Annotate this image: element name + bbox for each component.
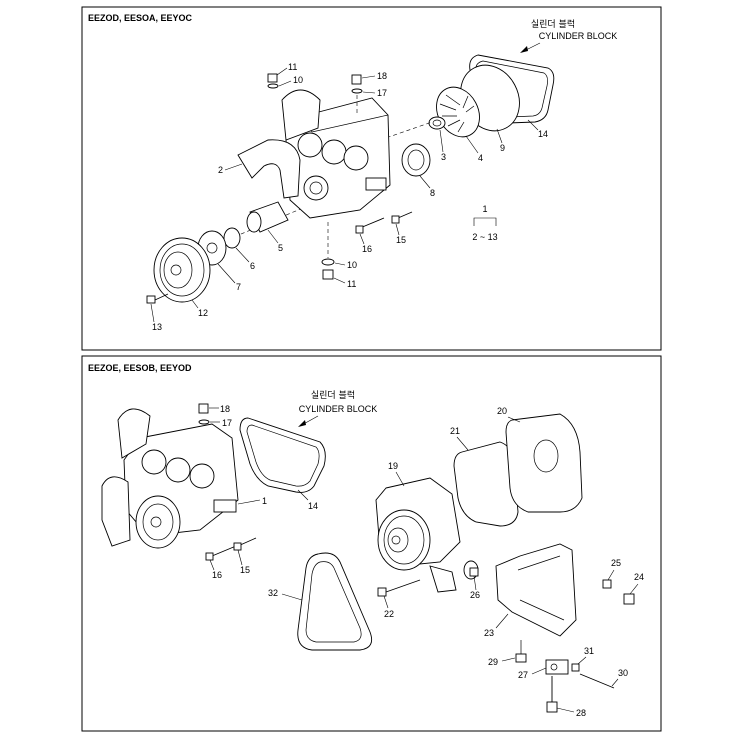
gasket-14-panel-2 (239, 417, 326, 493)
block-27 (545, 659, 569, 675)
callout-5: 5 (278, 243, 283, 253)
panel-1-note-korean: 실린더 블럭 (531, 18, 575, 30)
pump-housing (281, 89, 391, 219)
group-range: 2 ~ 13 (472, 232, 497, 242)
bolt-30 (579, 673, 615, 689)
seal-3 (428, 116, 446, 130)
callout-14-panel-2: 14 (308, 501, 318, 511)
callout-31: 31 (584, 646, 594, 656)
callout-1-panel-2: 1 (262, 496, 267, 506)
elbow-pipe-2 (237, 139, 301, 199)
bolts-15-16-panel-2 (205, 537, 257, 561)
bolt-28 (546, 676, 558, 713)
seal-8 (401, 143, 431, 177)
panel-1-callouts: 11 10 18 17 2 3 4 9 14 8 5 6 7 (150, 62, 548, 332)
callout-21: 21 (450, 426, 460, 436)
callout-30: 30 (618, 668, 628, 678)
panel-1-title: EEZOD, EESOA, EEYOC (88, 13, 193, 23)
bolt-29 (515, 640, 527, 663)
plug-11-bottom (321, 222, 335, 280)
pump-housing-assembly (101, 408, 239, 549)
gasket-14-panel-2-inner (246, 424, 320, 487)
callout-6: 6 (250, 261, 255, 271)
callout-17-panel-2: 17 (222, 418, 232, 428)
callout-24: 24 (634, 572, 644, 582)
callout-2: 2 (218, 165, 223, 175)
callout-9: 9 (500, 143, 505, 153)
panel-2-note-korean: 실린더 블럭 (311, 389, 355, 401)
panel-2-note-english: CYLINDER BLOCK (299, 404, 378, 414)
callout-13: 13 (152, 322, 162, 332)
callout-3: 3 (441, 152, 446, 162)
callout-11-bottom: 11 (347, 279, 356, 289)
callout-14-top: 14 (538, 129, 548, 139)
sleeve-5 (246, 201, 289, 233)
callout-22: 22 (384, 609, 394, 619)
callout-11-top: 11 (288, 62, 297, 72)
plug-11-top (267, 73, 279, 89)
o-ring-6 (223, 227, 241, 249)
bolts-15-16 (355, 211, 413, 234)
callout-17: 17 (377, 88, 387, 98)
panel-2-note-arrowhead (298, 420, 306, 427)
panel-1-note-english: CYLINDER BLOCK (539, 31, 618, 41)
callout-15-top: 15 (396, 235, 406, 245)
callout-8: 8 (430, 188, 435, 198)
nut-31 (571, 663, 580, 672)
callout-26: 26 (470, 590, 480, 600)
group-bracket-1: 1 2 ~ 13 (472, 204, 497, 242)
callout-18: 18 (377, 71, 387, 81)
callout-12: 12 (198, 308, 208, 318)
callout-7: 7 (236, 282, 241, 292)
panel-1-frame (81, 6, 662, 351)
bracket-23 (495, 543, 577, 637)
panel-2-callouts: 18 17 1 14 16 15 21 20 19 32 22 26 25 (209, 404, 644, 718)
callout-16-top: 16 (362, 244, 372, 254)
callout-25: 25 (611, 558, 621, 568)
callout-32: 32 (268, 588, 278, 598)
panel-2: EEZOE, EESOB, EEYOD 실린더 블럭 CYLINDER BLOC… (81, 355, 662, 732)
callout-29: 29 (488, 657, 498, 667)
impeller-4 (436, 86, 480, 138)
v-belt-32 (297, 552, 373, 651)
bolt-13 (146, 293, 169, 304)
callout-10-top: 10 (293, 75, 303, 85)
water-pump-19 (375, 477, 479, 593)
bolt-18-panel-2 (198, 403, 210, 425)
callout-16-panel-2: 16 (212, 570, 222, 580)
adapter-plate-20 (505, 413, 583, 513)
callout-19: 19 (388, 461, 398, 471)
panel-2-title: EEZOE, EESOB, EEYOD (88, 363, 192, 373)
nut-25 (602, 579, 612, 589)
callout-23: 23 (484, 628, 494, 638)
group-number-1: 1 (482, 204, 487, 214)
callout-27: 27 (518, 670, 528, 680)
bolt-18 (351, 74, 363, 115)
callout-20: 20 (497, 406, 507, 416)
panel-1: EEZOD, EESOA, EEYOC 실린더 블럭 CYLINDER BLOC… (81, 6, 662, 351)
bolt-24 (623, 593, 635, 605)
callout-28: 28 (576, 708, 586, 718)
callout-18-panel-2: 18 (220, 404, 230, 414)
panel-2-frame (81, 355, 662, 732)
callout-4: 4 (478, 153, 483, 163)
callout-10-bottom: 10 (347, 260, 357, 270)
bolt-26 (469, 567, 479, 577)
callout-15-panel-2: 15 (240, 565, 250, 575)
panel-1-note-arrowhead (520, 46, 528, 53)
bolt-22 (377, 579, 421, 597)
pulley-12 (153, 237, 211, 303)
